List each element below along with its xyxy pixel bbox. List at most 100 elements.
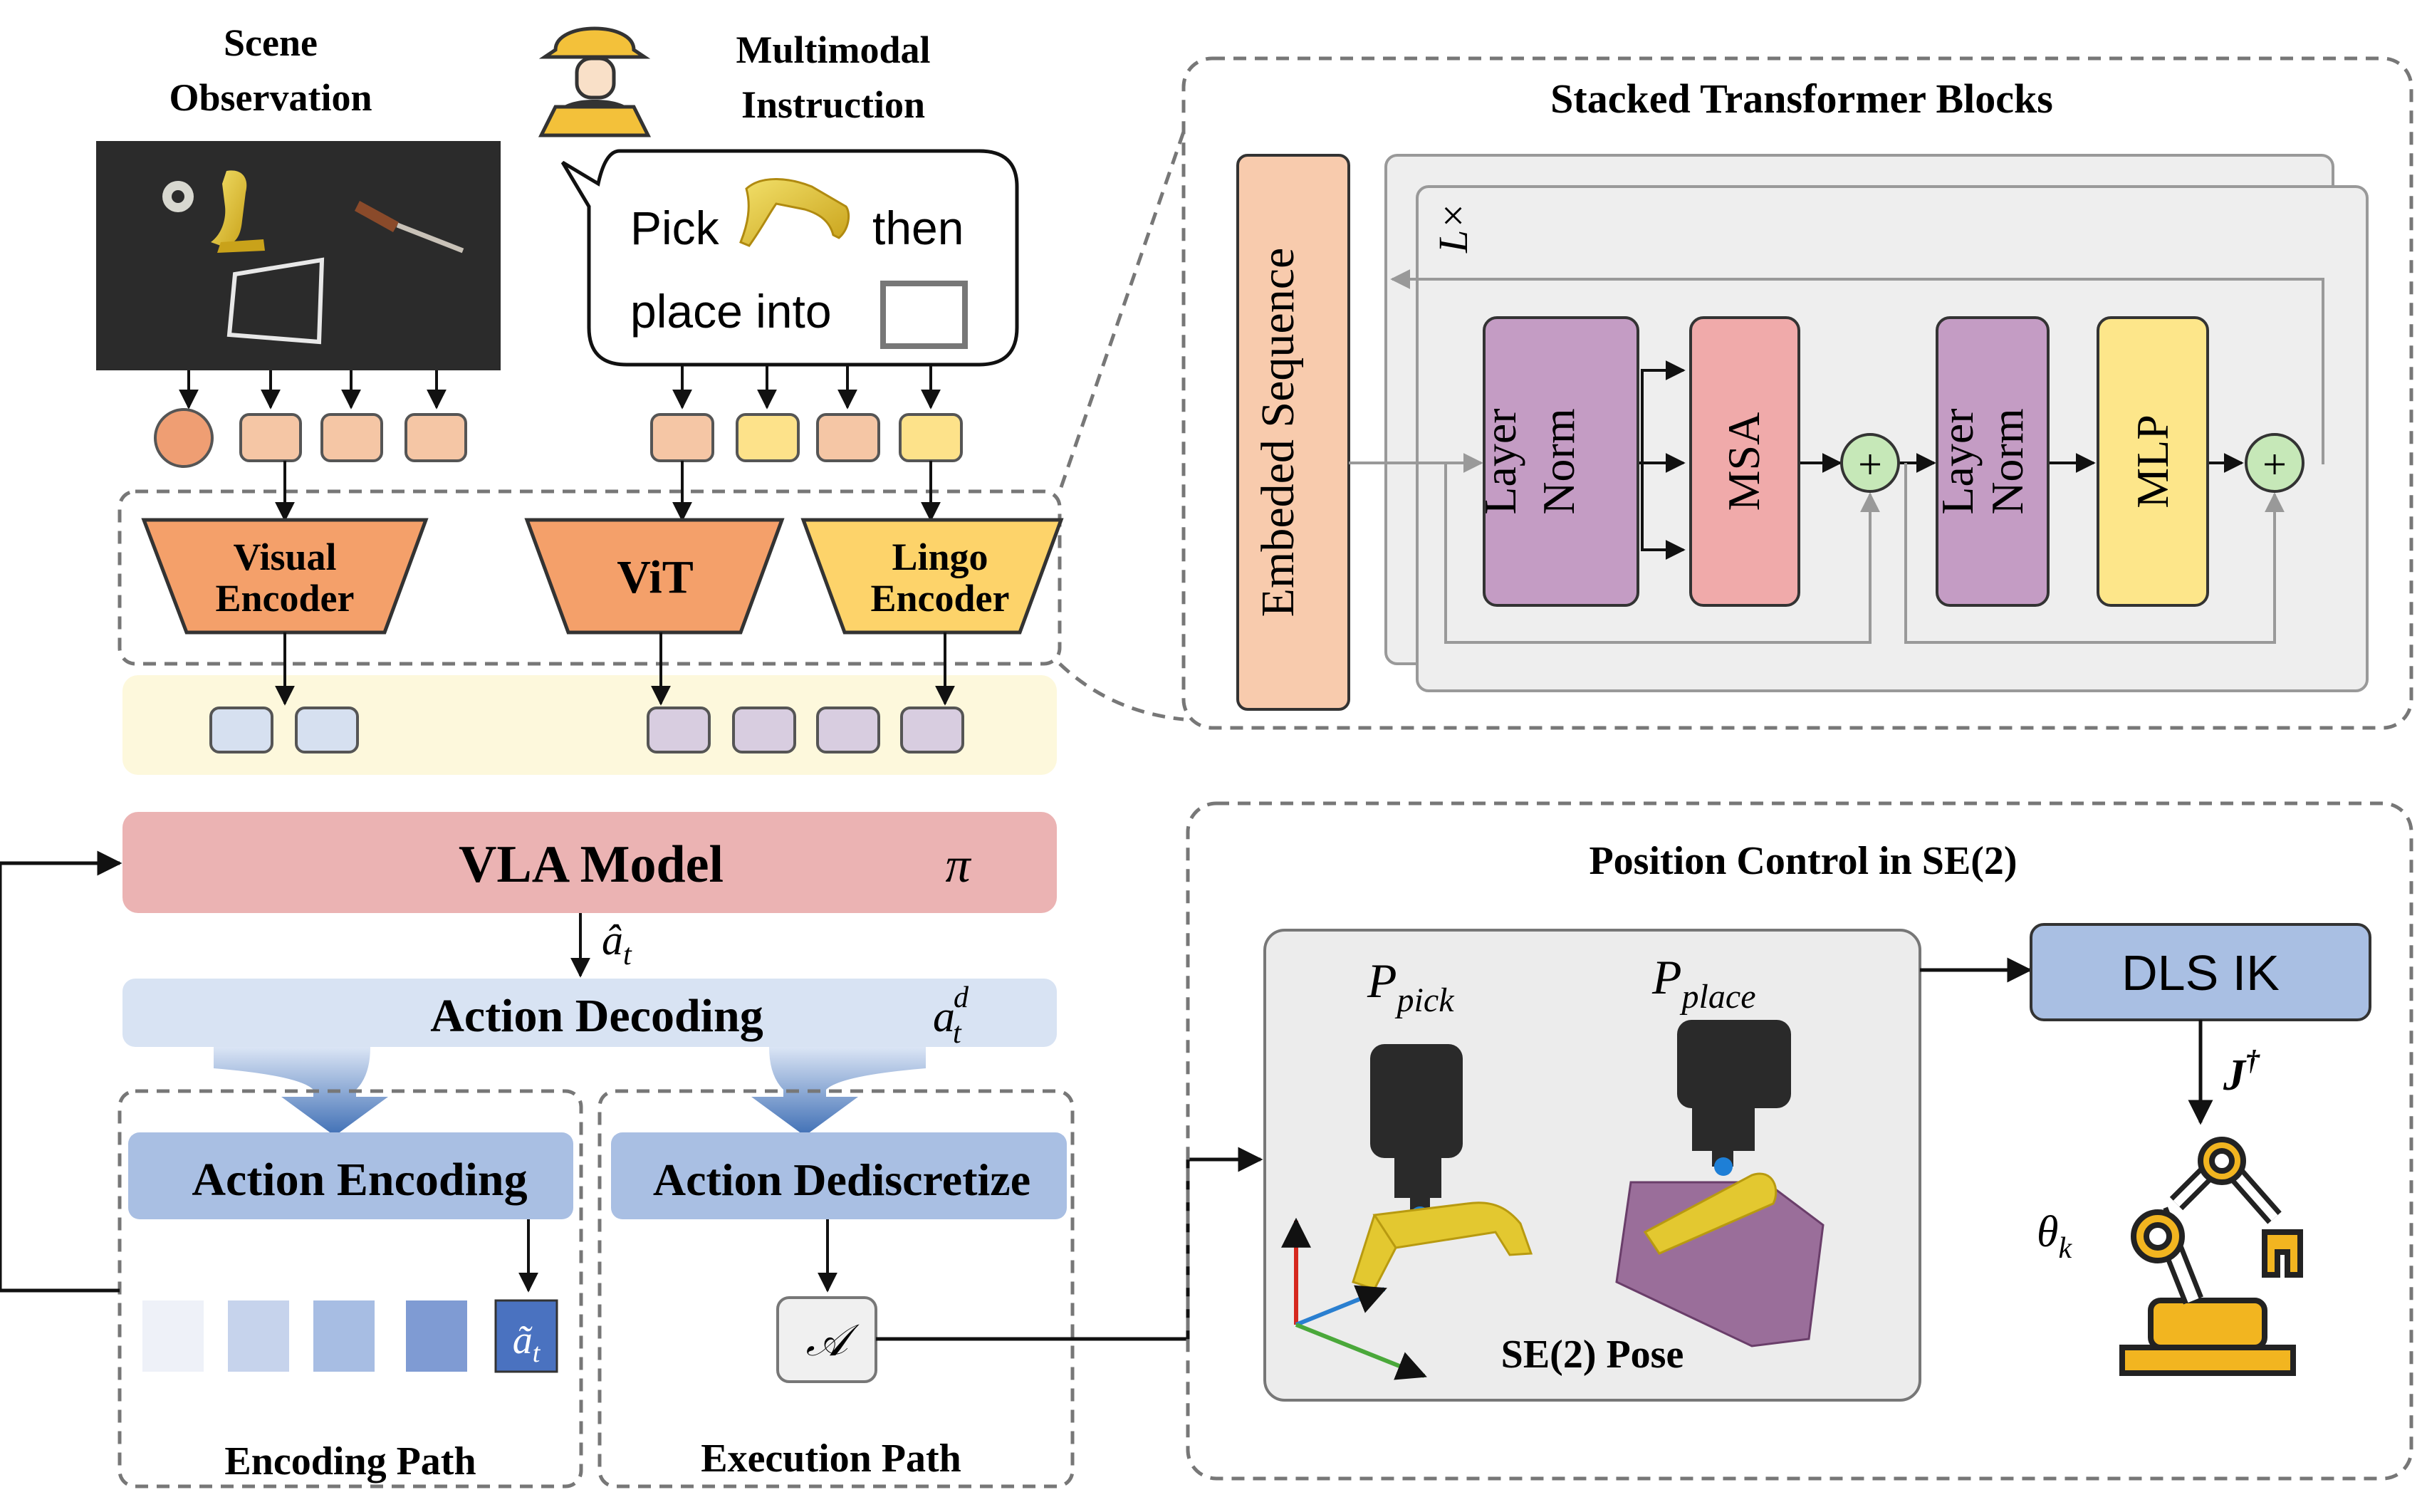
dls-ik-label: DLS IK <box>2121 945 2280 1001</box>
pi-symbol: π <box>945 838 971 893</box>
p-place: Pplace <box>1651 950 1756 1016</box>
execution-to-control-arrow <box>876 1147 1263 1341</box>
encoders-dashed-box <box>118 489 1062 666</box>
scene-observation-line1: Scene <box>224 21 318 64</box>
lingo-encoder-line1: Lingo <box>892 536 988 578</box>
visual-token <box>239 413 302 462</box>
vit-encoder: ViT <box>524 518 785 635</box>
visual-embedding <box>209 707 273 754</box>
msa-block: MSA <box>1689 316 1800 607</box>
instruction-embedding <box>732 707 796 754</box>
stacked-transformer-title: Stacked Transformer Blocks <box>1550 75 2053 122</box>
instruction-embedding <box>900 707 964 754</box>
scene-observation-title: Scene Observation <box>169 21 372 119</box>
plus-2: + <box>2262 441 2287 488</box>
visual-embedding <box>295 707 359 754</box>
ik-to-robot-arrow: J† <box>2188 1020 2260 1125</box>
multimodal-line2: Instruction <box>741 83 925 126</box>
instruction-embedding <box>647 707 711 754</box>
robot-arm-icon <box>2119 1137 2303 1376</box>
lingo-token <box>899 413 963 462</box>
a-tilde-t: ãt <box>513 1318 541 1368</box>
action-dediscretize-label: Action Dediscretize <box>653 1154 1030 1205</box>
lingo-token <box>736 413 800 462</box>
a-hat-t: ât <box>602 917 632 971</box>
action-decoding-label: Action Decoding <box>430 990 763 1042</box>
layer-norm-1: Layer Norm <box>1475 316 1639 607</box>
se2-axes <box>1281 1217 1427 1380</box>
l-times-label: L× <box>1430 202 1476 254</box>
target-square-icon <box>880 281 968 349</box>
instr-pick: Pick <box>630 202 720 254</box>
scene-image <box>96 141 501 370</box>
action-dediscretize-block: Action Dediscretize <box>611 1132 1067 1219</box>
encoded-action-tokens: ãt <box>142 1299 558 1373</box>
embedding-tokens <box>209 707 964 754</box>
execution-path-label: Execution Path <box>701 1437 961 1481</box>
action-token <box>406 1300 467 1372</box>
execution-path-box <box>597 1089 1075 1488</box>
token-to-encoder-arrows <box>275 461 941 522</box>
j-dagger: J† <box>2223 1044 2260 1100</box>
action-token <box>313 1300 375 1372</box>
hammer-icon <box>739 178 850 247</box>
target-square-icon <box>226 257 325 345</box>
visual-token <box>816 413 880 462</box>
visual-class-token <box>154 408 214 468</box>
position-control-title: Position Control in SE(2) <box>1589 839 2017 883</box>
lingo-encoder: Lingo Encoder <box>800 518 1064 635</box>
instr-place-into: place into <box>630 285 832 338</box>
mlp-block: MLP <box>2097 316 2209 607</box>
plus-1: + <box>1858 441 1882 488</box>
feedback-loop-arrow <box>0 850 122 1293</box>
zoom-line-top <box>1058 131 1186 492</box>
action-token <box>142 1300 204 1372</box>
visual-token <box>650 413 714 462</box>
embedded-sequence-label: Embeded Sequence <box>1252 248 1304 617</box>
zoom-line-bottom <box>1058 662 1184 721</box>
continuous-action-box: 𝒜 <box>776 1296 877 1383</box>
scene-to-token-arrows <box>179 370 447 410</box>
layer-norm-1-line1: Layer <box>1475 408 1525 514</box>
instruction-speech-bubble: Pick then place into <box>560 149 1019 367</box>
instr-then: then <box>872 202 964 254</box>
screwdriver-icon <box>355 201 464 254</box>
hammer-icon <box>211 170 265 253</box>
visual-token <box>404 413 467 462</box>
residual-add-1: + <box>1840 433 1900 493</box>
layer-norm-2: Layer Norm <box>1932 316 2050 607</box>
visual-tokens <box>154 408 467 468</box>
visual-encoder-line1: Visual <box>233 536 336 578</box>
action-token <box>228 1300 289 1372</box>
construction-worker-icon <box>538 26 652 137</box>
vla-to-decoding-arrow: ât <box>570 913 632 978</box>
place-gripper <box>1615 1020 1825 1347</box>
dls-ik-block: DLS IK <box>2030 923 2371 1021</box>
position-control-box <box>1186 801 2413 1481</box>
scene-observation-line2: Observation <box>169 76 372 119</box>
visual-token <box>320 413 383 462</box>
multimodal-instruction-title: Multimodal Instruction <box>736 28 930 126</box>
lingo-encoder-line2: Encoder <box>871 577 1010 620</box>
repeat-loop-arrow <box>1390 269 2324 464</box>
residual-add-2: + <box>2245 433 2304 493</box>
layer-norm-1-line2: Norm <box>1533 408 1584 514</box>
instruction-embedding <box>816 707 880 754</box>
vla-model-block: VLA Model π <box>122 812 1057 913</box>
action-encoding-label: Action Encoding <box>192 1154 527 1206</box>
visual-encoder-line2: Encoder <box>216 577 355 620</box>
p-pick: Ppick <box>1367 954 1455 1019</box>
mlp-label: MLP <box>2127 415 2178 509</box>
gear-icon <box>162 181 194 212</box>
visual-encoder: Visual Encoder <box>141 518 429 635</box>
multimodal-line1: Multimodal <box>736 28 930 71</box>
stacked-transformer-box <box>1181 56 2413 730</box>
se2-pose-label: SE(2) Pose <box>1501 1333 1684 1377</box>
vla-model-label: VLA Model <box>459 835 724 894</box>
layer-norm-2-line1: Layer <box>1932 408 1983 514</box>
bubble-to-token-arrows <box>672 365 941 410</box>
instruction-tokens <box>650 413 963 462</box>
encoder-to-embedding-arrows <box>275 632 955 706</box>
